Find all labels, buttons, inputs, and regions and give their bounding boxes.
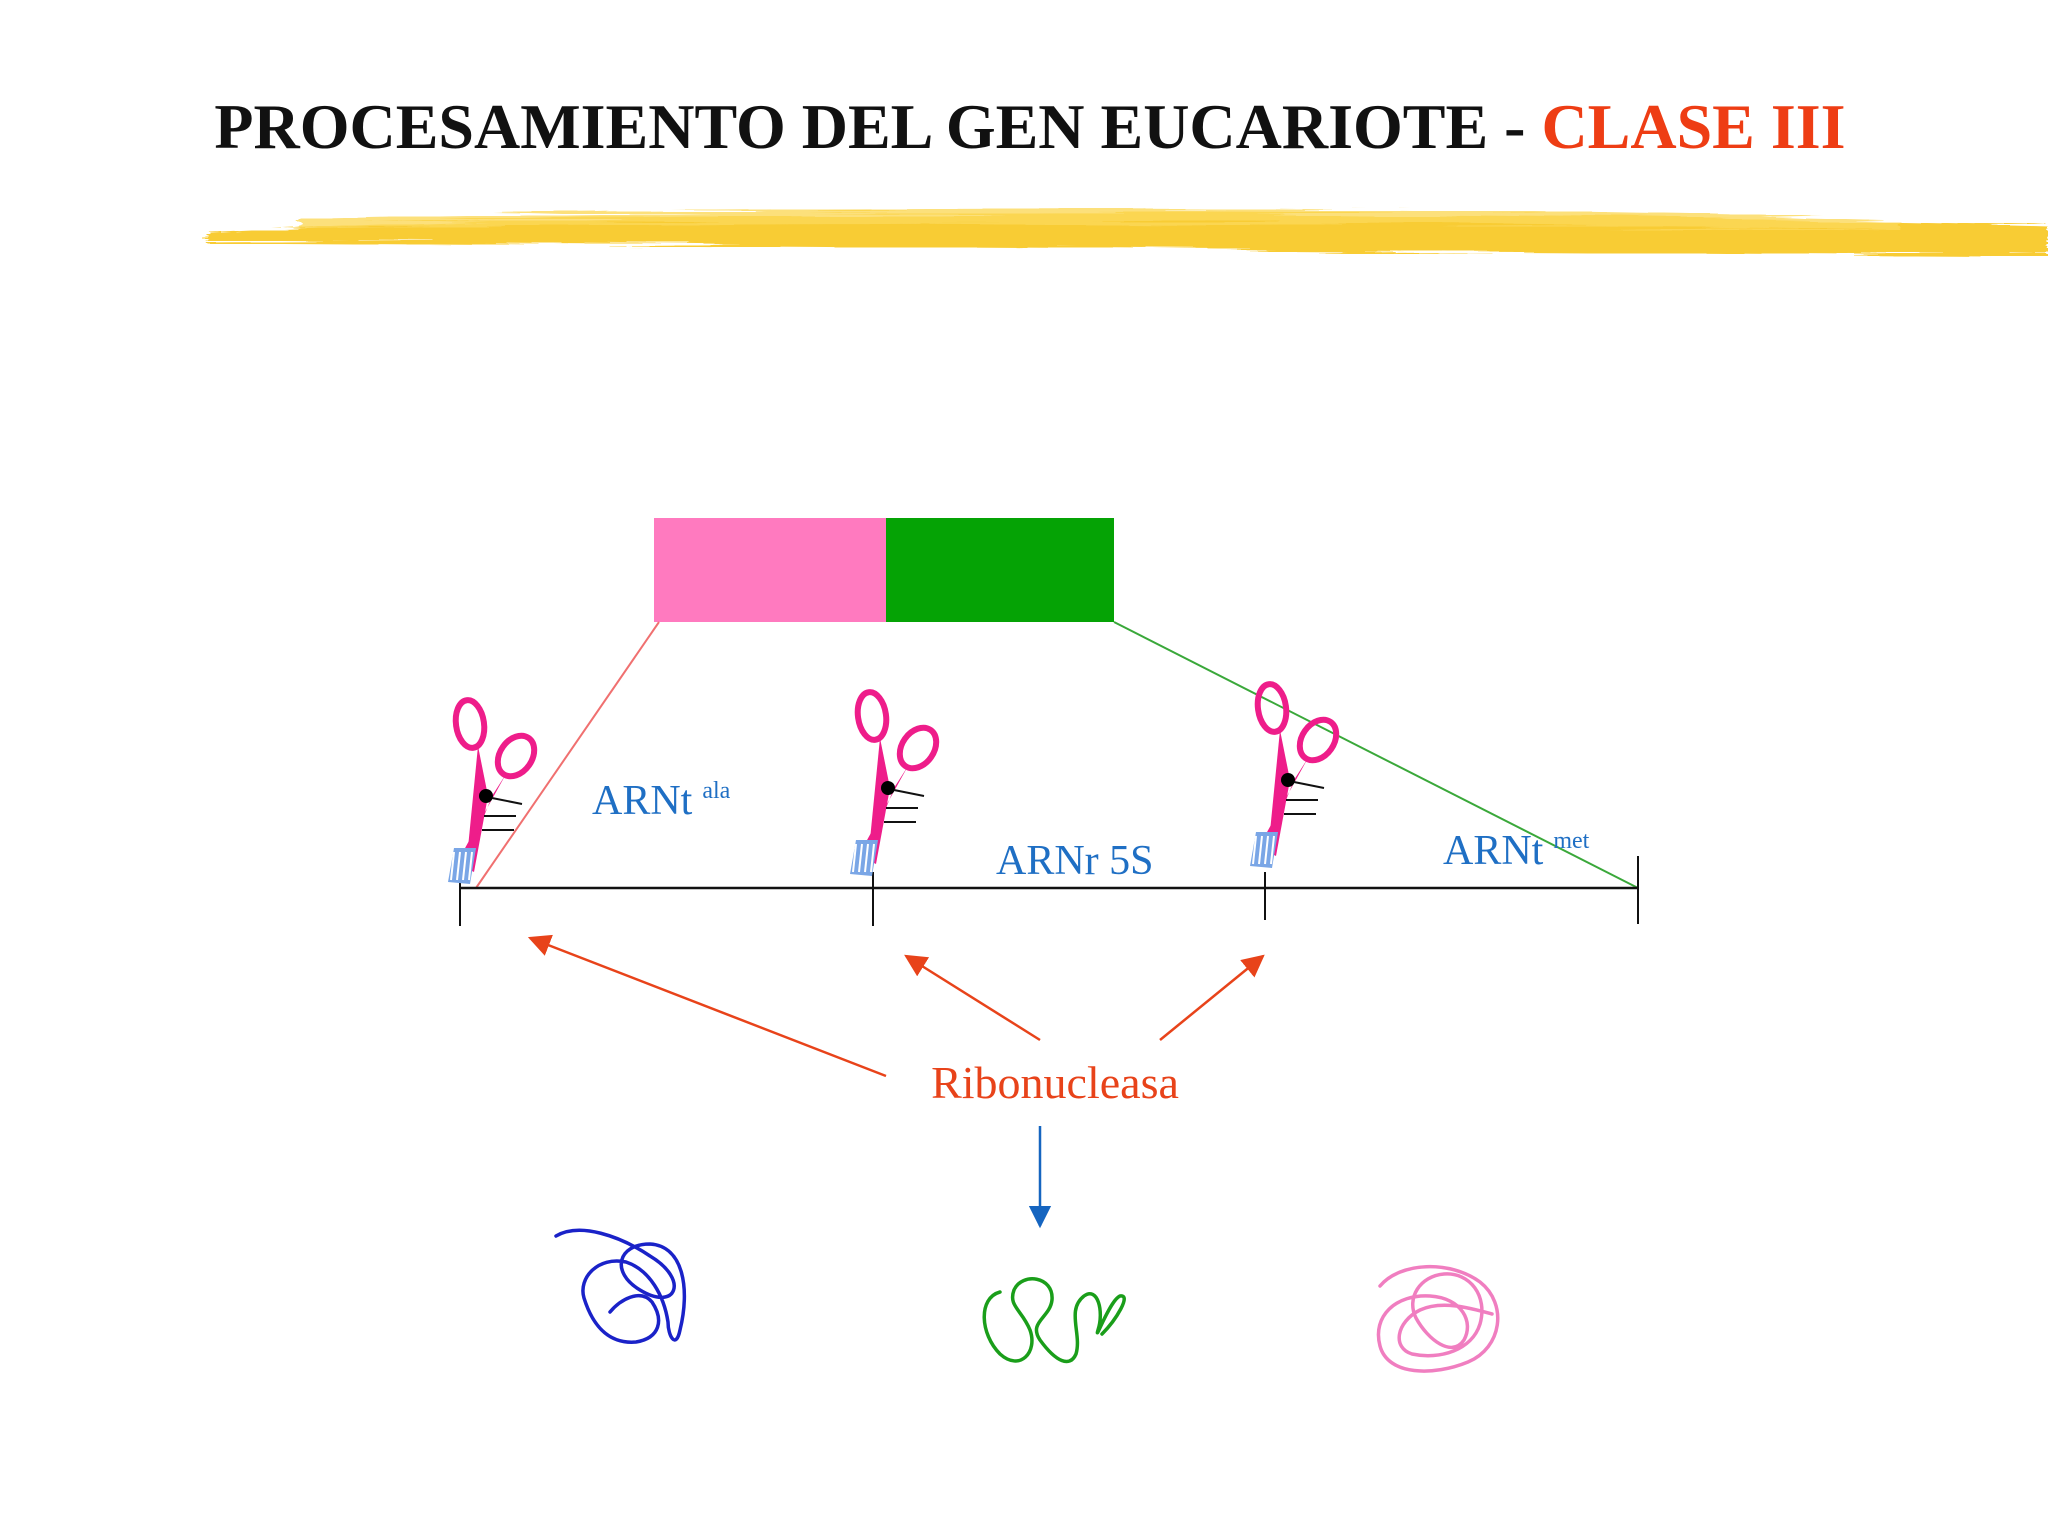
ribonuclease-arrow-middle: [904, 954, 1041, 1042]
title-main: PROCESAMIENTO DEL GEN EUCARIOTE -: [214, 91, 1541, 162]
ribonuclease-arrow-right: [1159, 954, 1265, 1041]
scissors-icon: [850, 690, 944, 876]
trna-met-squiggle: [1376, 1264, 1500, 1373]
label-trna-met-sup: met: [1553, 828, 1589, 854]
gene-green-segment: [886, 518, 1114, 622]
trna-ala-squiggle: [554, 1228, 687, 1344]
title-accent: CLASE III: [1541, 91, 1845, 162]
gene-pink-segment: [654, 518, 886, 622]
ribonuclease-arrow-left: [527, 934, 887, 1078]
highlighter-stroke: [205, 209, 2048, 256]
label-ribonucleasa: Ribonucleasa: [931, 1057, 1179, 1108]
expand-line-left: [475, 621, 660, 889]
label-rrna-5s: ARNr 5S: [996, 838, 1154, 884]
rrna-5s-squiggle: [982, 1277, 1126, 1364]
scissors-icon: [448, 698, 542, 884]
scissors-icon: [1250, 682, 1344, 868]
expand-line-right: [1113, 621, 1639, 889]
slide-title: PROCESAMIENTO DEL GEN EUCARIOTE - CLASE …: [214, 91, 1845, 162]
label-trna-ala-sup: ala: [702, 778, 730, 804]
